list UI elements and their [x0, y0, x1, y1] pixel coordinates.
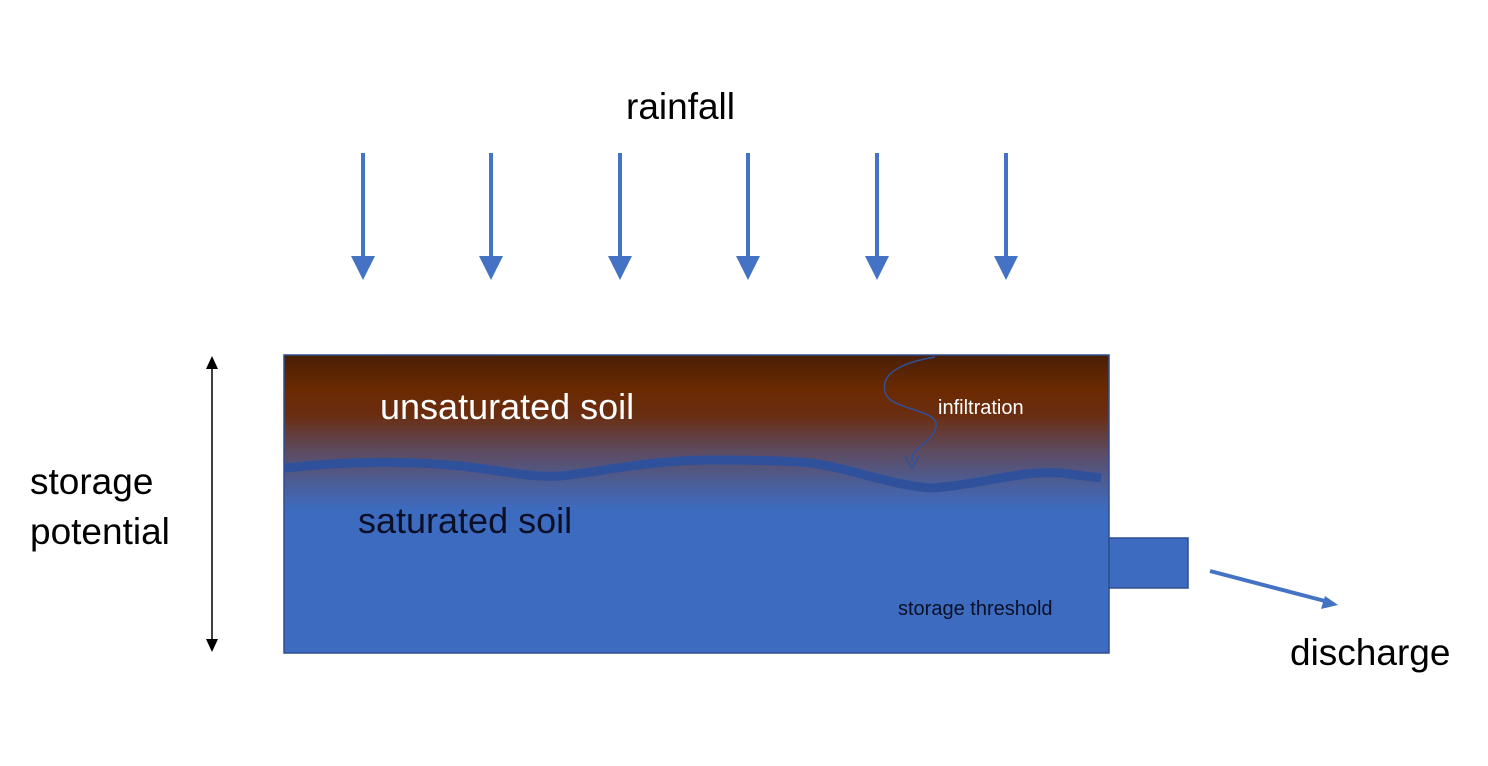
storage-threshold-label: storage threshold [898, 598, 1053, 620]
discharge-label: discharge [1290, 632, 1451, 673]
storage-potential-line2: potential [30, 511, 170, 552]
rainfall-label: rainfall [626, 86, 735, 127]
storage-potential-label: storage potential [30, 457, 170, 557]
storage-potential-arrow [206, 356, 218, 652]
infiltration-label: infiltration [938, 397, 1024, 419]
infiltration-path [883, 356, 937, 463]
outlet-pipe [1108, 537, 1189, 589]
storage-potential-line1: storage [30, 461, 154, 502]
water-table-line [283, 455, 1102, 493]
infiltration-arrowhead [904, 455, 920, 470]
discharge-arrow [1209, 569, 1338, 609]
saturated-soil-label: saturated soil [358, 500, 573, 541]
unsaturated-soil-label: unsaturated soil [380, 386, 635, 427]
rainfall-arrows [351, 153, 1018, 280]
soil-reservoir [283, 354, 1110, 654]
